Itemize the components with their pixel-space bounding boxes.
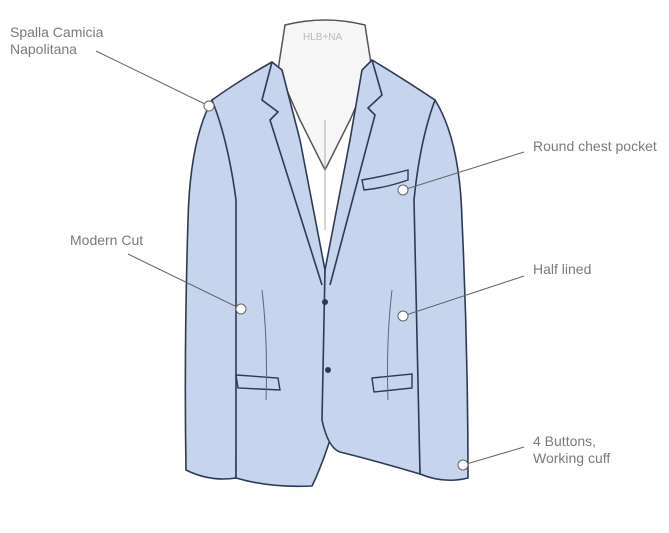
- marker-lining[interactable]: [397, 310, 409, 322]
- jacket-button: [322, 299, 328, 305]
- marker-cuff[interactable]: [457, 459, 469, 471]
- marker-shoulder[interactable]: [203, 100, 215, 112]
- leader-line-shoulder: [95, 50, 210, 107]
- marker-cut[interactable]: [235, 303, 247, 315]
- jacket-right-front: [321, 58, 436, 476]
- callout-text: Working cuff: [533, 450, 611, 466]
- leader-line-cut: [127, 253, 242, 310]
- leader-line-pocket: [402, 151, 525, 191]
- callout-shoulder: Spalla Camicia Napolitana: [10, 24, 103, 58]
- callout-lining: Half lined: [533, 261, 591, 278]
- jacket-button: [325, 367, 331, 373]
- callout-text: Round chest pocket: [533, 138, 657, 154]
- callout-text: 4 Buttons,: [533, 433, 597, 449]
- left-hip-pocket: [235, 374, 281, 391]
- watermark: HLB+NA: [303, 32, 343, 43]
- left-lapel: [261, 61, 323, 286]
- callout-text: Modern Cut: [70, 232, 144, 248]
- callout-text: Napolitana: [10, 41, 77, 57]
- marker-pocket[interactable]: [397, 184, 409, 196]
- callout-cuff: 4 Buttons, Working cuff: [533, 433, 610, 467]
- right-hip-pocket: [371, 373, 413, 393]
- right-lapel: [329, 59, 383, 286]
- callout-text: Half lined: [533, 261, 592, 277]
- chest-pocket: [361, 169, 409, 191]
- callout-pocket: Round chest pocket: [533, 138, 657, 155]
- leader-line-cuff: [462, 446, 525, 466]
- callout-cut: Modern Cut: [70, 232, 143, 249]
- callout-text: Spalla Camicia: [10, 24, 104, 40]
- leader-line-lining: [402, 275, 525, 317]
